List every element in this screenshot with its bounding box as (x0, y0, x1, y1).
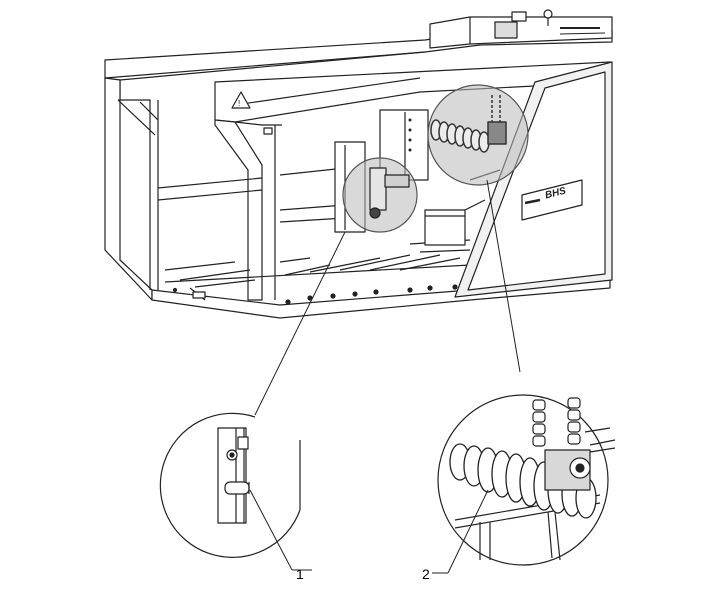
chain-icon (532, 397, 581, 447)
front-left-leg (214, 119, 263, 301)
right-side-panel-face (467, 71, 606, 291)
spring-icon-small (430, 95, 507, 153)
switch-icon (511, 11, 527, 22)
left-end-frame (104, 77, 153, 301)
knob-icon (543, 9, 553, 19)
detail-view-2 (432, 394, 616, 574)
motor-box (424, 209, 466, 246)
detail-highlight-1-content (369, 167, 410, 219)
brand-logo-plate (521, 179, 583, 221)
bolt-row (172, 284, 458, 305)
leader-line-2 (486, 179, 521, 373)
detail-view-1 (159, 412, 312, 571)
leader-line-1 (254, 231, 346, 416)
machine-housing: ! (104, 9, 613, 319)
callout-number-1: 1 (296, 566, 304, 582)
callout-number-2: 2 (422, 566, 430, 582)
latch-pin-icon (224, 481, 250, 495)
warning-sign-icon (231, 91, 251, 109)
gear-icon (494, 21, 518, 39)
svg-text:!: ! (238, 99, 240, 108)
